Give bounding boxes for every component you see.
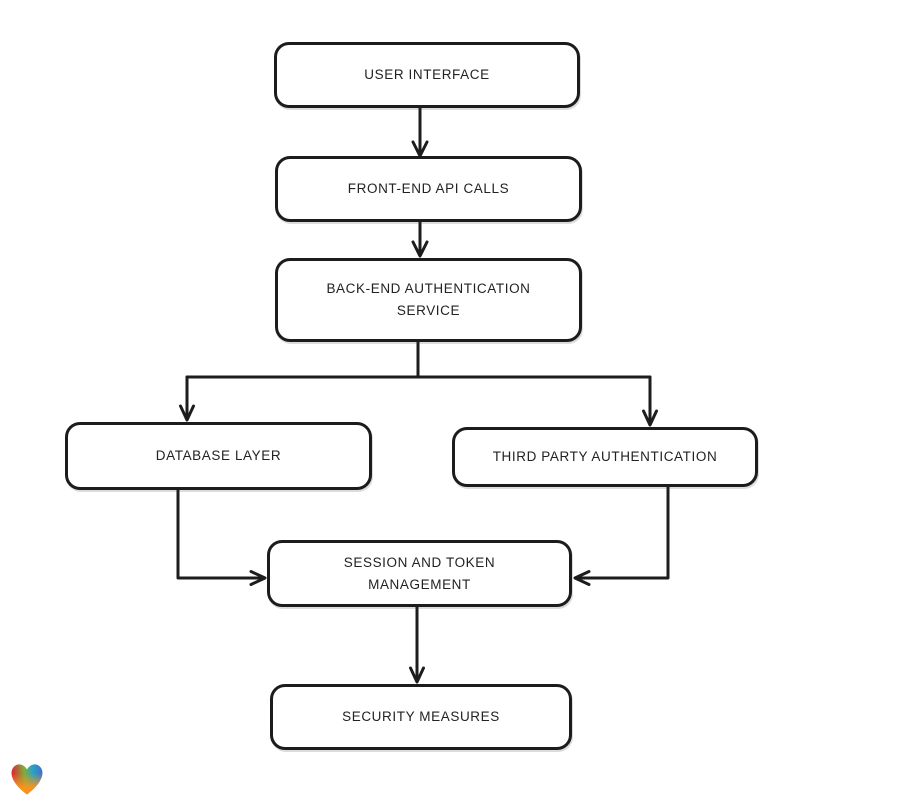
edge-database-to-session [176, 488, 267, 586]
node-label: DATABASE LAYER [155, 448, 282, 464]
node-front-end-api-calls[interactable]: FRONT-END API CALLS [275, 156, 582, 222]
edge-third-party-to-session [573, 485, 670, 586]
node-user-interface[interactable]: USER INTERFACE [274, 42, 580, 108]
node-label: SESSION AND TOKEN MANAGEMENT [343, 554, 496, 592]
node-label: SECURITY MEASURES [342, 709, 500, 725]
edge-session-to-security [409, 605, 425, 684]
node-back-end-authentication-service[interactable]: BACK-END AUTHENTICATION SERVICE [275, 258, 582, 342]
heart-logo[interactable] [8, 761, 46, 797]
node-label: USER INTERFACE [364, 67, 490, 83]
node-database-layer[interactable]: DATABASE LAYER [65, 422, 372, 490]
node-session-and-token-management[interactable]: SESSION AND TOKEN MANAGEMENT [267, 540, 572, 607]
node-third-party-authentication[interactable]: THIRD PARTY AUTHENTICATION [452, 427, 758, 487]
edge-back-end-to-database-layer [179, 375, 195, 422]
edge-back-end-branch [185, 340, 652, 379]
node-label: THIRD PARTY AUTHENTICATION [492, 449, 718, 465]
node-security-measures[interactable]: SECURITY MEASURES [270, 684, 572, 750]
node-label: BACK-END AUTHENTICATION SERVICE [326, 281, 531, 318]
edge-user-interface-to-front-end [411, 105, 429, 158]
edge-back-end-to-third-party [642, 375, 658, 427]
node-label: FRONT-END API CALLS [347, 181, 510, 197]
edge-front-end-to-back-end [411, 220, 429, 258]
